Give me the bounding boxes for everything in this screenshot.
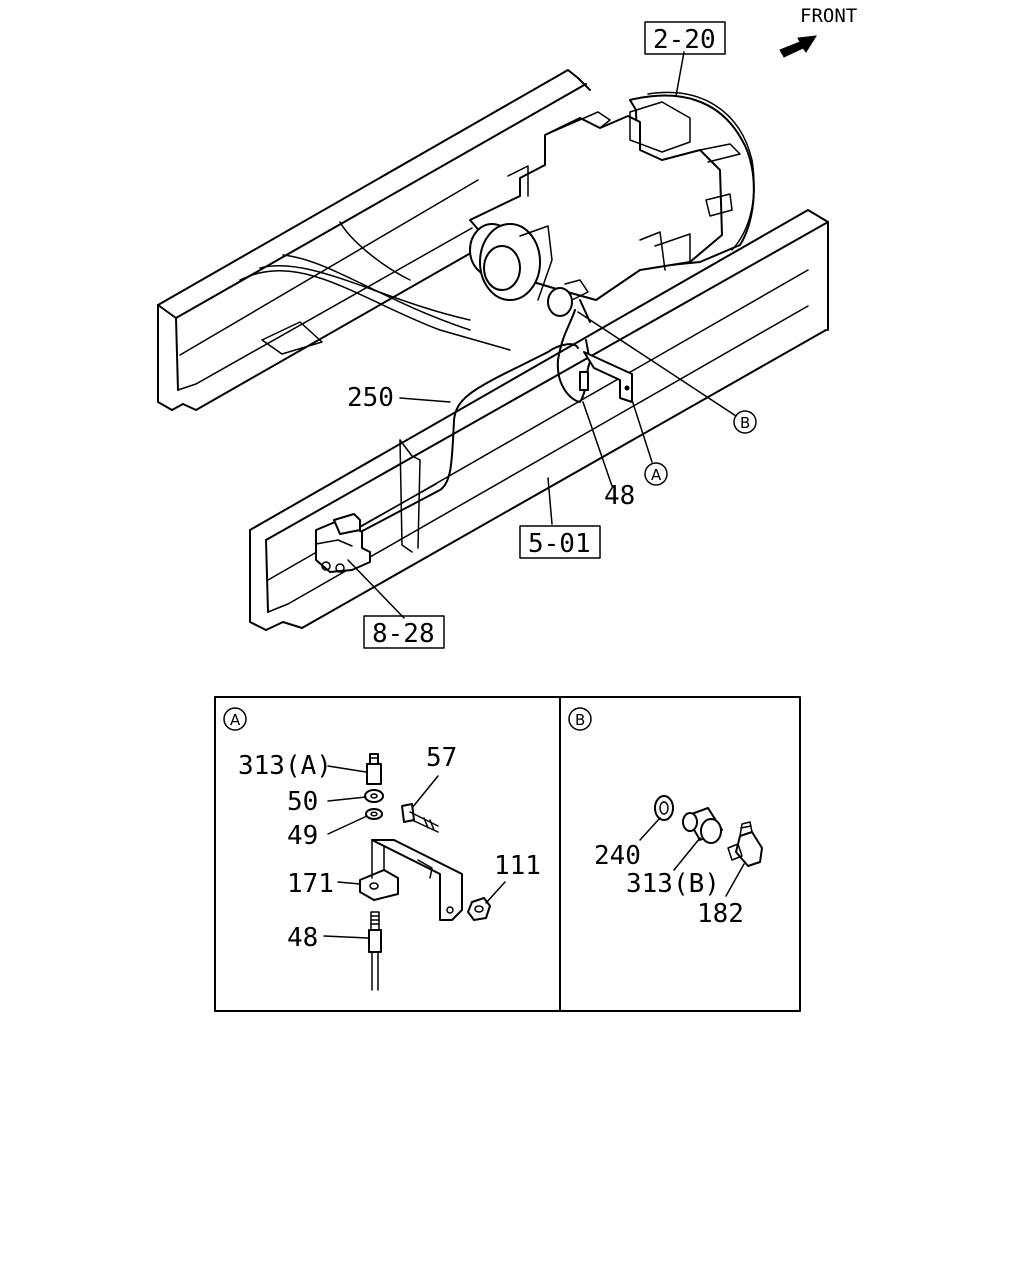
ref-frame: 5-01 [528, 529, 591, 559]
part-171: 171 [287, 869, 334, 899]
detail-b: B 240 313(B) 182 [568, 707, 763, 929]
part-240: 240 [594, 841, 641, 871]
ref-box-transmission [644, 21, 726, 55]
ref-valve: 8-28 [372, 619, 435, 649]
detail-a-marker-label: A [230, 711, 241, 729]
part-313a: 313(A) [238, 751, 332, 781]
ref-box-valve [363, 615, 445, 649]
front-label: FRONT [800, 5, 857, 27]
part-50: 50 [287, 787, 318, 817]
transmission [469, 91, 755, 317]
ref-box-frame [519, 525, 601, 559]
front-indicator: FRONT [779, 5, 857, 58]
part-49: 49 [287, 821, 318, 851]
callout-detail-a: A [651, 466, 662, 484]
part-111: 111 [494, 851, 541, 881]
detail-b-marker [733, 410, 757, 434]
crossmember [239, 221, 511, 355]
callout-detail-b: B [740, 414, 750, 432]
upper-frame-rail [157, 69, 591, 411]
relay-valve [315, 513, 371, 573]
part-57: 57 [426, 743, 457, 773]
callout-hose: 48 [604, 481, 635, 511]
lower-frame-rail [249, 209, 829, 631]
detail-panels [214, 696, 801, 1012]
part-48: 48 [287, 923, 318, 953]
part-313b: 313(B) [626, 869, 720, 899]
front-arrow-icon [779, 35, 817, 58]
detail-b-marker-label: B [575, 711, 585, 729]
detail-a-panel-marker [223, 707, 247, 731]
part-182: 182 [697, 899, 744, 929]
ref-transmission: 2-20 [653, 25, 716, 55]
air-tube [329, 343, 579, 549]
detail-b-panel-marker [568, 707, 592, 731]
callout-tube: 250 [347, 383, 394, 413]
hose-assembly [556, 299, 633, 403]
main-labels: 2-20 5-01 8-28 250 48 A B [347, 21, 757, 649]
leader-lines [347, 51, 737, 619]
detail-a: A [223, 707, 541, 991]
detail-a-marker [644, 462, 668, 486]
